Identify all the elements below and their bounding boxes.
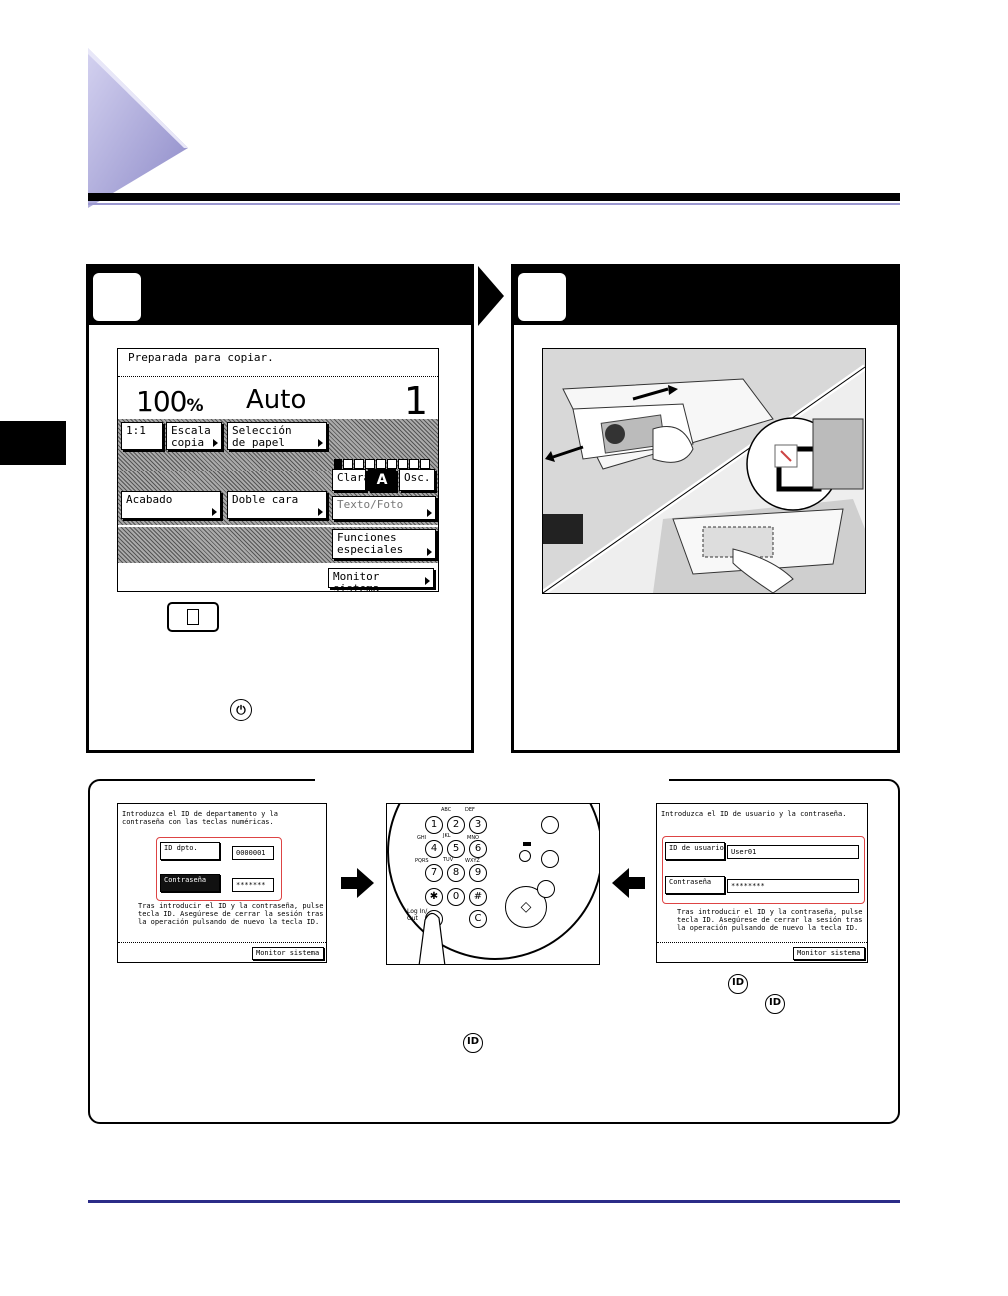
dept-id-field[interactable]: 0000001 (232, 846, 274, 860)
id-key-icon: ID (728, 974, 748, 994)
keypad-label-mno: MNO (467, 835, 479, 841)
user-monitor-button[interactable]: Monitor sistema (793, 947, 865, 960)
volume-key-icon[interactable] (541, 850, 559, 868)
keypad-label-def: DEF (465, 807, 475, 813)
key-hash[interactable]: # (469, 888, 487, 906)
indicator-lamp (523, 842, 531, 846)
step-2-number-badge (518, 273, 566, 321)
key-5[interactable]: 5 (447, 840, 465, 858)
key-star[interactable]: ✱ (425, 888, 443, 906)
power-icon: ⏻ (230, 699, 252, 721)
next-step-arrow-icon (478, 266, 504, 326)
step-1-number-badge (93, 273, 141, 321)
keypad-label-tuv: TUV (443, 857, 454, 863)
user-input-highlight (662, 836, 865, 904)
panel-divider (118, 376, 438, 377)
user-id-button[interactable]: ID de usuario (665, 842, 725, 860)
user-password-button[interactable]: Contraseña (665, 876, 725, 894)
keypad-label-ghi: GHI (417, 835, 427, 841)
header-rule (88, 193, 900, 201)
stop-key-icon[interactable] (537, 880, 555, 898)
copier-touch-panel: Preparada para copiar. 100% Auto 1 1:1 E… (117, 348, 439, 592)
keypad-label-pqrs: PQRS (415, 858, 429, 864)
copies-value: 1 (403, 379, 428, 423)
ratio-1-1-button[interactable]: 1:1 (121, 422, 163, 450)
dept-screen-prompt: Introduzca el ID de departamento y la co… (122, 810, 278, 826)
system-monitor-button[interactable]: Monitor sistema (328, 568, 434, 591)
copy-key-icon (167, 602, 219, 632)
keypad-label-jkl: JKL (443, 833, 451, 839)
dept-screen-divider (118, 942, 326, 943)
step-2-header (514, 267, 897, 325)
paper-value: Auto (246, 385, 307, 415)
scanner-illustration (542, 348, 866, 594)
finger-pressing-icon (418, 912, 446, 964)
footer-rule (88, 1200, 900, 1203)
arrow-right-icon (341, 868, 374, 898)
key-3[interactable]: 3 (469, 816, 487, 834)
chapter-triangle-icon (88, 48, 188, 208)
dept-password-field[interactable]: ******* (232, 878, 274, 892)
id-key-icon: ID (765, 994, 785, 1014)
density-dark-button[interactable]: Osc. (399, 469, 435, 491)
dept-password-button[interactable]: Contraseña (160, 874, 220, 892)
step-1-header (89, 267, 471, 325)
user-screen-note: Tras introducir el ID y la contraseña, p… (677, 908, 867, 932)
user-screen-prompt: Introduzca el ID de usuario y la contras… (661, 810, 847, 818)
dept-screen-note: Tras introducir el ID y la contraseña, p… (138, 902, 324, 926)
key-9[interactable]: 9 (469, 864, 487, 882)
key-8[interactable]: 8 (447, 864, 465, 882)
login-out-label: Log In/Out (407, 908, 428, 922)
login-info-box-title-gap (315, 776, 669, 782)
keypad-label-wxyz: WXYZ (465, 858, 480, 864)
user-id-screen: Introduzca el ID de usuario y la contras… (656, 803, 868, 963)
header-rule-accent (88, 203, 900, 205)
reset-key-icon[interactable] (541, 816, 559, 834)
chapter-side-tab (0, 421, 66, 465)
control-keypad: ABC DEF 1 2 3 GHI JKL MNO 4 5 6 PQRS TUV… (386, 803, 600, 965)
keypad-label-abc: ABC (441, 807, 452, 813)
user-id-field[interactable]: User01 (727, 845, 859, 859)
energy-saver-key-icon[interactable] (519, 850, 531, 862)
duplex-button[interactable]: Doble cara (227, 491, 327, 519)
department-id-screen: Introduzca el ID de departamento y la co… (117, 803, 327, 963)
key-6[interactable]: 6 (469, 840, 487, 858)
dept-input-highlight (156, 837, 282, 901)
density-light-button[interactable]: Clara (332, 469, 370, 491)
text-photo-button[interactable]: Texto/Foto (332, 496, 436, 520)
density-meter (334, 455, 438, 487)
user-password-field[interactable]: ******** (727, 879, 859, 893)
key-7[interactable]: 7 (425, 864, 443, 882)
panel-status: Preparada para copiar. (128, 351, 274, 364)
user-screen-divider (657, 942, 867, 943)
key-2[interactable]: 2 (447, 816, 465, 834)
key-0[interactable]: 0 (447, 888, 465, 906)
arrow-left-icon (612, 868, 645, 898)
key-4[interactable]: 4 (425, 840, 443, 858)
density-auto-button[interactable]: A (368, 469, 396, 491)
dept-id-button[interactable]: ID dpto. (160, 842, 220, 860)
dept-monitor-button[interactable]: Monitor sistema (252, 947, 324, 960)
zoom-value: 100% (136, 385, 204, 418)
finishing-button[interactable]: Acabado (121, 491, 221, 519)
key-1[interactable]: 1 (425, 816, 443, 834)
id-key-icon: ID (463, 1033, 483, 1053)
key-clear[interactable]: C (469, 910, 487, 928)
